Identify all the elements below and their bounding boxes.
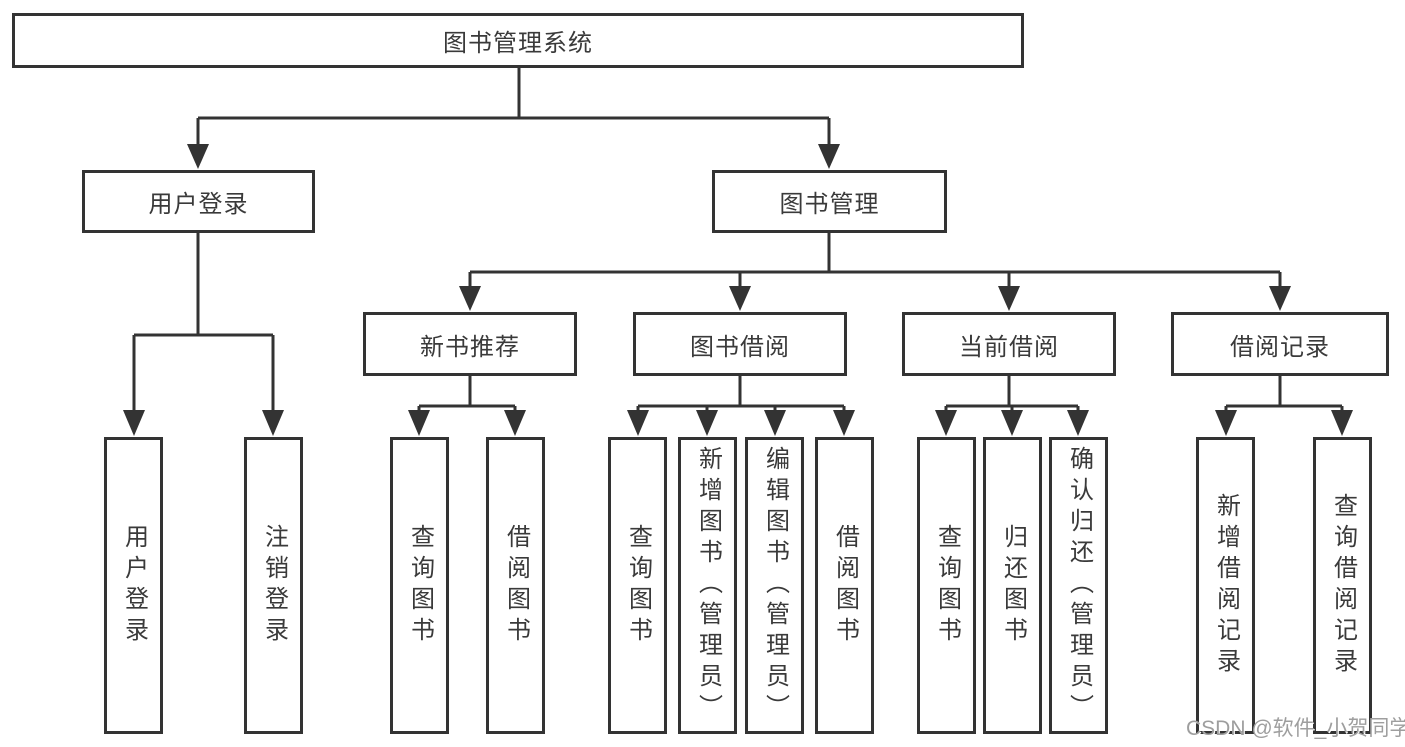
leaf-confirm-return-admin: 确认归还（管理员） [1049, 437, 1108, 734]
node-user-login: 用户登录 [82, 170, 315, 233]
leaf-borrow-books-recommend: 借阅图书 [486, 437, 545, 734]
leaf-logout: 注销登录 [244, 437, 303, 734]
node-borrowing-records: 借阅记录 [1171, 312, 1389, 376]
connector-records-branch [1215, 376, 1353, 436]
leaf-return-book: 归还图书 [983, 437, 1042, 734]
leaf-query-books-borrowing: 查询图书 [608, 437, 667, 734]
connector-current-branch [935, 376, 1089, 436]
node-current-borrowing: 当前借阅 [902, 312, 1116, 376]
leaf-query-books-recommend: 查询图书 [390, 437, 449, 734]
leaf-add-book-admin: 新增图书（管理员） [678, 437, 737, 734]
connector-book-management-branch [459, 233, 1291, 311]
node-book-borrowing: 图书借阅 [633, 312, 847, 376]
node-new-book-recommend: 新书推荐 [363, 312, 577, 376]
watermark: CSDN @软件_小贺同学 [1186, 717, 1405, 740]
leaf-user-login: 用户登录 [104, 437, 163, 734]
connector-borrowing-branch [627, 376, 855, 436]
leaf-query-borrow-record: 查询借阅记录 [1313, 437, 1372, 734]
connector-root-to-level2 [187, 68, 840, 169]
connector-user-login-branch [123, 233, 284, 436]
leaf-add-borrow-record: 新增借阅记录 [1196, 437, 1255, 734]
leaf-borrow-books-borrowing: 借阅图书 [815, 437, 874, 734]
connector-recommend-branch [408, 376, 526, 436]
node-library-system: 图书管理系统 [12, 13, 1024, 68]
node-book-management: 图书管理 [712, 170, 947, 233]
leaf-query-books-current: 查询图书 [917, 437, 976, 734]
leaf-edit-book-admin: 编辑图书（管理员） [745, 437, 804, 734]
